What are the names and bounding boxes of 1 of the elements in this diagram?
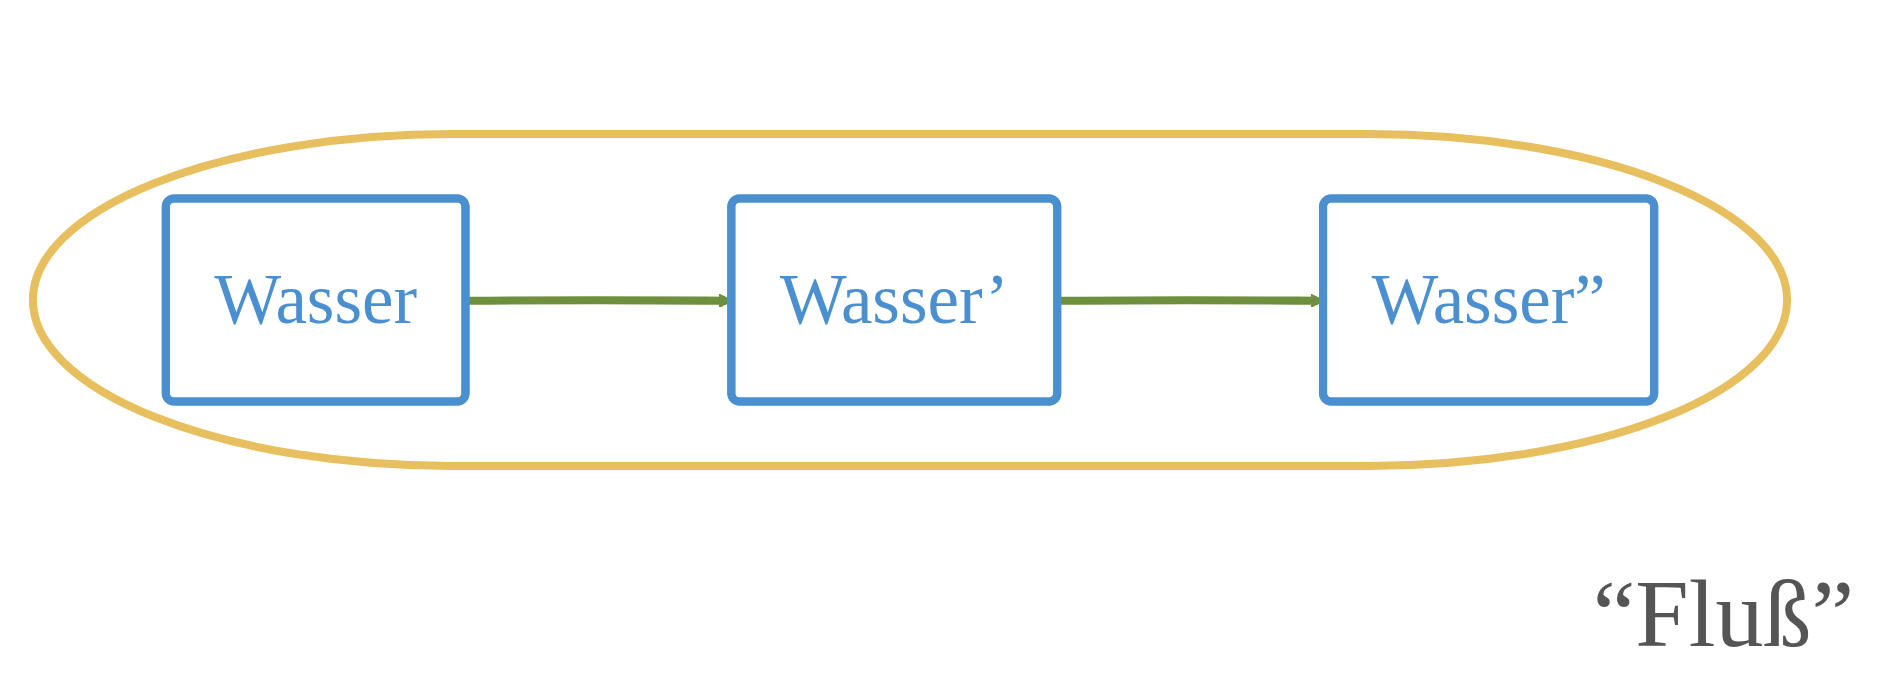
speaker-label: “Fluß” — [1592, 560, 1854, 667]
